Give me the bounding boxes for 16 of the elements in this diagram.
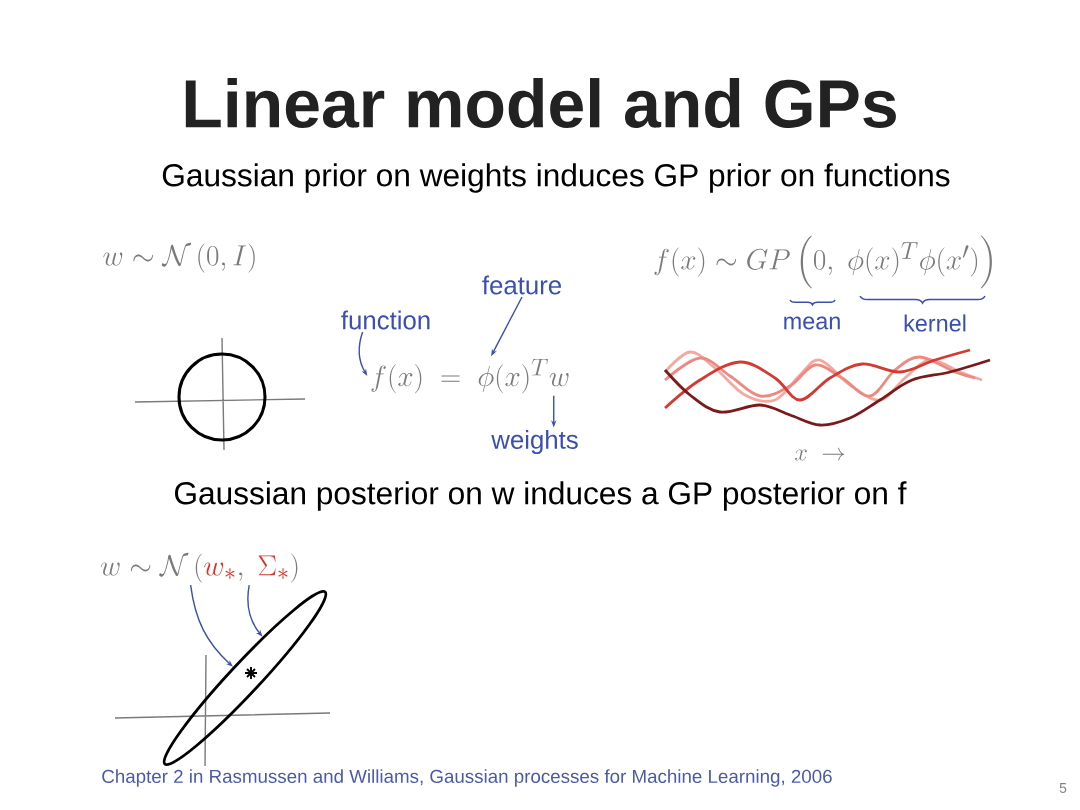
annotation: mean xyxy=(784,316,840,330)
annotation: kernel xyxy=(904,314,966,332)
axis-label: $x \;\to$ xyxy=(795,447,845,461)
page-number: 5 xyxy=(1059,783,1067,793)
annotation: function xyxy=(341,310,430,330)
formula: $f(x) \;=\; \phi(x)^T w$ xyxy=(371,358,569,394)
subtitle: Gaussian prior on weights induces GP prior on functions xyxy=(162,163,950,193)
formula: $f(x) \sim GP\left(0,\; \phi(x)^T \phi(x')\right)$ xyxy=(654,235,992,289)
leader-arrow xyxy=(358,331,368,376)
leader-arrow xyxy=(189,584,233,667)
annotation: weights xyxy=(491,430,578,454)
subtitle: Gaussian posterior on w induces a GP posterior on f xyxy=(175,481,907,511)
formula: $w \sim \mathcal{N}\left(0, I\right)$ xyxy=(103,242,255,273)
annotation: feature xyxy=(482,275,561,295)
formula: $w \sim \mathcal{N}\left(\textcolor{hlred}{w_*},\; \textcolor{hlred}{\Sigma_*}\right)$ xyxy=(100,552,298,583)
slide-title: Linear model and GPs xyxy=(185,78,896,128)
